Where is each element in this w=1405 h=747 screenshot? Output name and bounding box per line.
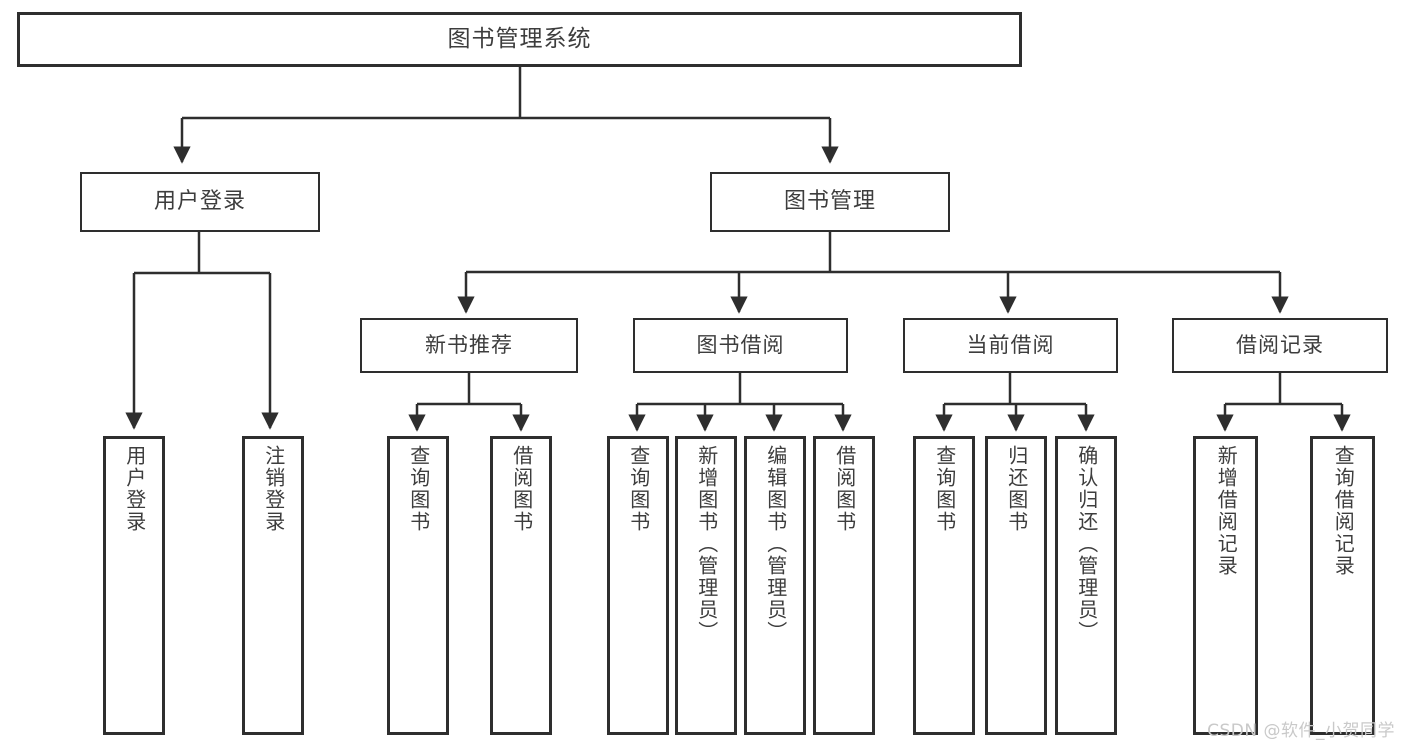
- leaf-query-book-borrow[interactable]: 查询图书: [607, 436, 669, 735]
- leaf-edit-book-admin[interactable]: 编辑图书（管理员）: [744, 436, 806, 735]
- node-label: 查询图书: [406, 445, 431, 533]
- leaf-borrow-book-borrow[interactable]: 借阅图书: [813, 436, 875, 735]
- node-label: 新书推荐: [425, 333, 513, 358]
- node-label: 借阅记录: [1236, 333, 1324, 358]
- node-label: 用户登录: [153, 189, 246, 215]
- node-label: 借阅图书: [509, 445, 534, 533]
- node-label: 注销登录: [261, 445, 286, 533]
- leaf-query-borrow-record[interactable]: 查询借阅记录: [1310, 436, 1375, 735]
- leaf-query-book-current[interactable]: 查询图书: [913, 436, 975, 735]
- node-user-login[interactable]: 用户登录: [80, 172, 320, 232]
- node-label: 查询图书: [626, 445, 651, 533]
- node-label: 图书管理系统: [447, 25, 592, 52]
- node-book-management[interactable]: 图书管理: [710, 172, 950, 232]
- leaf-add-borrow-record[interactable]: 新增借阅记录: [1193, 436, 1258, 735]
- leaf-return-book[interactable]: 归还图书: [985, 436, 1047, 735]
- leaf-add-book-admin[interactable]: 新增图书（管理员）: [675, 436, 737, 735]
- node-new-book-recommend[interactable]: 新书推荐: [360, 318, 578, 373]
- node-label: 当前借阅: [966, 333, 1055, 358]
- node-label: 用户登录: [122, 445, 147, 533]
- node-root-system[interactable]: 图书管理系统: [17, 12, 1022, 67]
- node-book-borrow[interactable]: 图书借阅: [633, 318, 848, 373]
- leaf-confirm-return-admin[interactable]: 确认归还（管理员）: [1055, 436, 1117, 735]
- node-label: 编辑图书（管理员）: [763, 445, 788, 643]
- leaf-user-login[interactable]: 用户登录: [103, 436, 165, 735]
- node-label: 图书借阅: [696, 333, 785, 358]
- node-label: 查询借阅记录: [1331, 445, 1356, 577]
- node-label: 查询图书: [932, 445, 957, 533]
- node-label: 借阅图书: [832, 445, 857, 533]
- node-borrow-record[interactable]: 借阅记录: [1172, 318, 1388, 373]
- leaf-query-book-recommend[interactable]: 查询图书: [387, 436, 449, 735]
- leaf-borrow-book-recommend[interactable]: 借阅图书: [490, 436, 552, 735]
- leaf-logout-login[interactable]: 注销登录: [242, 436, 304, 735]
- node-current-borrow[interactable]: 当前借阅: [903, 318, 1118, 373]
- node-label: 新增借阅记录: [1214, 445, 1239, 577]
- node-label: 确认归还（管理员）: [1074, 445, 1099, 643]
- node-label: 图书管理: [783, 189, 876, 215]
- node-label: 归还图书: [1004, 445, 1029, 533]
- node-label: 新增图书（管理员）: [694, 445, 719, 643]
